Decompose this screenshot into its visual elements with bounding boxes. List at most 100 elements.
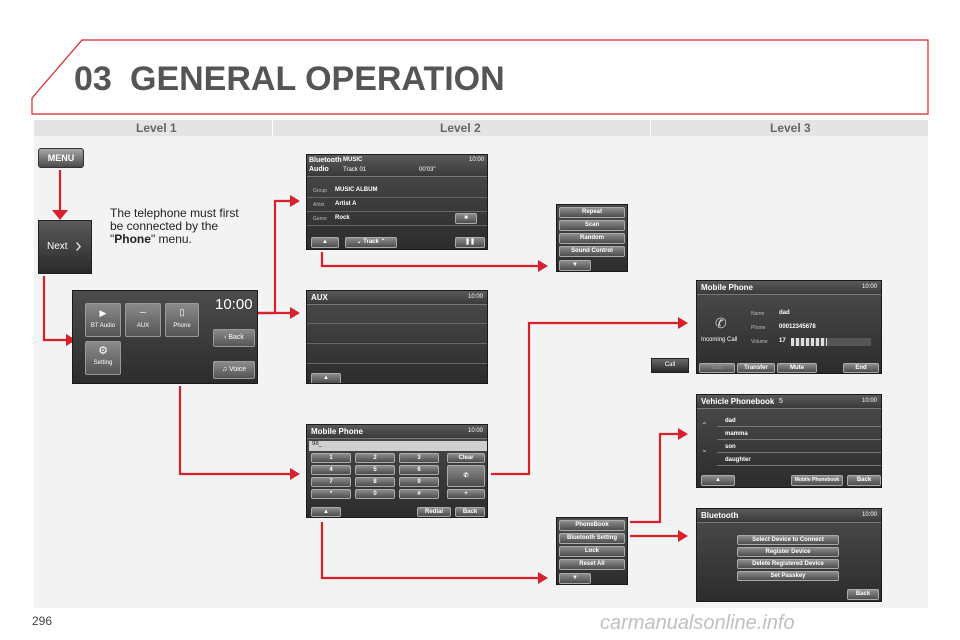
bt-audio-label: BT Audio bbox=[90, 323, 116, 329]
microphone-icon: ♫ bbox=[221, 366, 228, 373]
random-option[interactable]: Random bbox=[559, 233, 625, 244]
keypad-key[interactable]: * bbox=[311, 489, 351, 499]
bt-settings-clock: 10:00 bbox=[861, 512, 877, 518]
lock-option[interactable]: Lock bbox=[559, 546, 625, 557]
page-number: 296 bbox=[32, 614, 53, 628]
delete-device-button[interactable]: Delete Registered Device bbox=[737, 559, 839, 569]
up-button[interactable]: ▲ bbox=[311, 507, 341, 517]
keypad-key[interactable]: # bbox=[399, 489, 439, 499]
next-button[interactable]: Next › bbox=[38, 220, 92, 274]
keypad-key[interactable]: 1 bbox=[311, 453, 351, 463]
bt-row-value: MUSIC ALBUM bbox=[335, 187, 378, 193]
keypad-key[interactable]: 6 bbox=[399, 465, 439, 475]
redial-button[interactable]: Redial bbox=[417, 507, 451, 517]
phone-icon: ▯ bbox=[179, 307, 185, 317]
menu-button[interactable]: MENU bbox=[38, 148, 84, 168]
bt-audio-tile[interactable]: ▶ BT Audio bbox=[85, 303, 121, 337]
clear-button[interactable]: Clear bbox=[447, 453, 485, 463]
back-button[interactable]: Back bbox=[455, 507, 485, 517]
phonebook-entry[interactable]: dad bbox=[717, 415, 881, 427]
repeat-option[interactable]: Repeat bbox=[559, 207, 625, 218]
bt-settings-screen: Bluetooth 10:00 Select Device to Connect… bbox=[696, 508, 882, 602]
phonebook-header: Vehicle Phonebook 5 10:00 bbox=[697, 395, 881, 409]
up-button[interactable]: ▲ bbox=[701, 475, 735, 486]
keypad-key[interactable]: 8 bbox=[355, 477, 395, 487]
keypad-key[interactable]: 7 bbox=[311, 477, 351, 487]
phonebook-title: Vehicle Phonebook bbox=[701, 397, 775, 406]
phonebook-option[interactable]: PhoneBook bbox=[559, 520, 625, 531]
footer-watermark: carmanualsonline.info bbox=[600, 612, 795, 634]
bluetooth-setting-option[interactable]: Bluetooth Setting bbox=[559, 533, 625, 544]
bt-row-value: Artist A bbox=[335, 201, 357, 207]
incoming-call-icon: ✆ bbox=[715, 315, 727, 331]
phonebook-entry[interactable]: mamma bbox=[717, 428, 881, 440]
aux-screen: AUX 10:00 ▲ bbox=[306, 290, 488, 384]
transfer-call-button[interactable]: Transfer Call bbox=[737, 363, 775, 373]
bt-brand-line2: Audio bbox=[309, 166, 329, 173]
scan-option[interactable]: Scan bbox=[559, 220, 625, 231]
call-button[interactable]: Call bbox=[651, 358, 689, 373]
aux-tile[interactable]: ─ AUX bbox=[125, 303, 161, 337]
end-button[interactable]: End bbox=[843, 363, 879, 373]
bt-row-label: Group bbox=[313, 188, 327, 194]
chevron-left-icon: ‹ bbox=[224, 334, 227, 341]
phonebook-screen: Vehicle Phonebook 5 10:00 ⌃ ⌄ dad mamma … bbox=[696, 394, 882, 488]
level-1-header: Level 1 bbox=[136, 121, 177, 135]
bt-row-value: Rock bbox=[335, 215, 350, 221]
keypad-key[interactable]: 2 bbox=[355, 453, 395, 463]
set-passkey-button[interactable]: Set Passkey bbox=[737, 571, 839, 581]
phone-menu: PhoneBook Bluetooth Setting Lock Reset A… bbox=[556, 517, 628, 585]
pause-button[interactable]: ❚❚ bbox=[455, 237, 485, 248]
voice-button[interactable]: ♫ Voice bbox=[213, 361, 255, 379]
mute-button[interactable]: Mute bbox=[777, 363, 817, 373]
main-clock: 10:00 bbox=[215, 296, 253, 313]
phonebook-entry[interactable]: daughter bbox=[717, 454, 881, 466]
mobile-phonebook-button[interactable]: Mobile Phonebook bbox=[791, 475, 843, 486]
incoming-header: Mobile Phone 10:00 bbox=[697, 281, 881, 295]
keypad-header: Mobile Phone 10:00 bbox=[307, 425, 487, 439]
up-button[interactable]: ▲ bbox=[311, 237, 339, 248]
connection-note: The telephone must first be connected by… bbox=[110, 207, 270, 246]
down-button[interactable]: ▼ bbox=[559, 573, 591, 584]
sound-control-option[interactable]: Sound Control bbox=[559, 246, 625, 257]
back-button[interactable]: Back bbox=[847, 589, 879, 600]
phone-tile[interactable]: ▯ Phone bbox=[165, 303, 199, 337]
keypad-key[interactable]: 3 bbox=[399, 453, 439, 463]
handset-button[interactable]: ✆ bbox=[447, 465, 485, 487]
reset-all-option[interactable]: Reset All bbox=[559, 559, 625, 570]
scroll-down-icon[interactable]: ⌄ bbox=[701, 445, 708, 454]
aux-row bbox=[307, 311, 487, 324]
select-device-button[interactable]: Select Device to Connect bbox=[737, 535, 839, 545]
level-3-header: Level 3 bbox=[770, 121, 811, 135]
volume-bar[interactable] bbox=[791, 338, 871, 346]
back-button[interactable]: Back bbox=[847, 475, 881, 486]
note-line-3: "Phone" menu. bbox=[110, 233, 270, 246]
chevron-right-icon: › bbox=[75, 235, 82, 257]
main-menu-screen: 10:00 ▶ BT Audio ─ AUX ▯ Phone ⚙ Setting… bbox=[72, 290, 258, 384]
level-divider bbox=[650, 120, 651, 136]
triangle-up-icon: ▲ bbox=[323, 375, 329, 381]
incoming-title: Mobile Phone bbox=[701, 283, 753, 292]
keypad-key[interactable]: 5 bbox=[355, 465, 395, 475]
phonebook-entry[interactable]: son bbox=[717, 441, 881, 453]
back-button[interactable]: ‹ Back bbox=[213, 329, 255, 347]
setting-tile[interactable]: ⚙ Setting bbox=[85, 341, 121, 375]
up-button[interactable]: ▼ bbox=[559, 260, 591, 271]
phone-label: Phone bbox=[751, 325, 766, 331]
keypad-key[interactable]: 9 bbox=[399, 477, 439, 487]
up-button[interactable]: ▲ bbox=[311, 373, 341, 383]
track-button[interactable]: ⌄ Track ⌃ bbox=[345, 237, 397, 248]
plus-key[interactable]: + bbox=[447, 489, 485, 499]
register-device-button[interactable]: Register Device bbox=[737, 547, 839, 557]
bt-row-label: Genre bbox=[313, 216, 327, 222]
stop-button[interactable]: ■ bbox=[455, 213, 477, 224]
keypad-title: Mobile Phone bbox=[311, 427, 363, 436]
keypad-clock: 10:00 bbox=[467, 428, 483, 434]
dial-entry[interactable]: 98_ bbox=[309, 441, 487, 451]
call-button-disabled[interactable]: Call bbox=[699, 363, 735, 373]
level-band bbox=[34, 120, 928, 136]
scroll-up-icon[interactable]: ⌃ bbox=[701, 421, 708, 430]
keypad-key[interactable]: 0 bbox=[355, 489, 395, 499]
page-title: GENERAL OPERATION bbox=[130, 60, 505, 98]
keypad-key[interactable]: 4 bbox=[311, 465, 351, 475]
